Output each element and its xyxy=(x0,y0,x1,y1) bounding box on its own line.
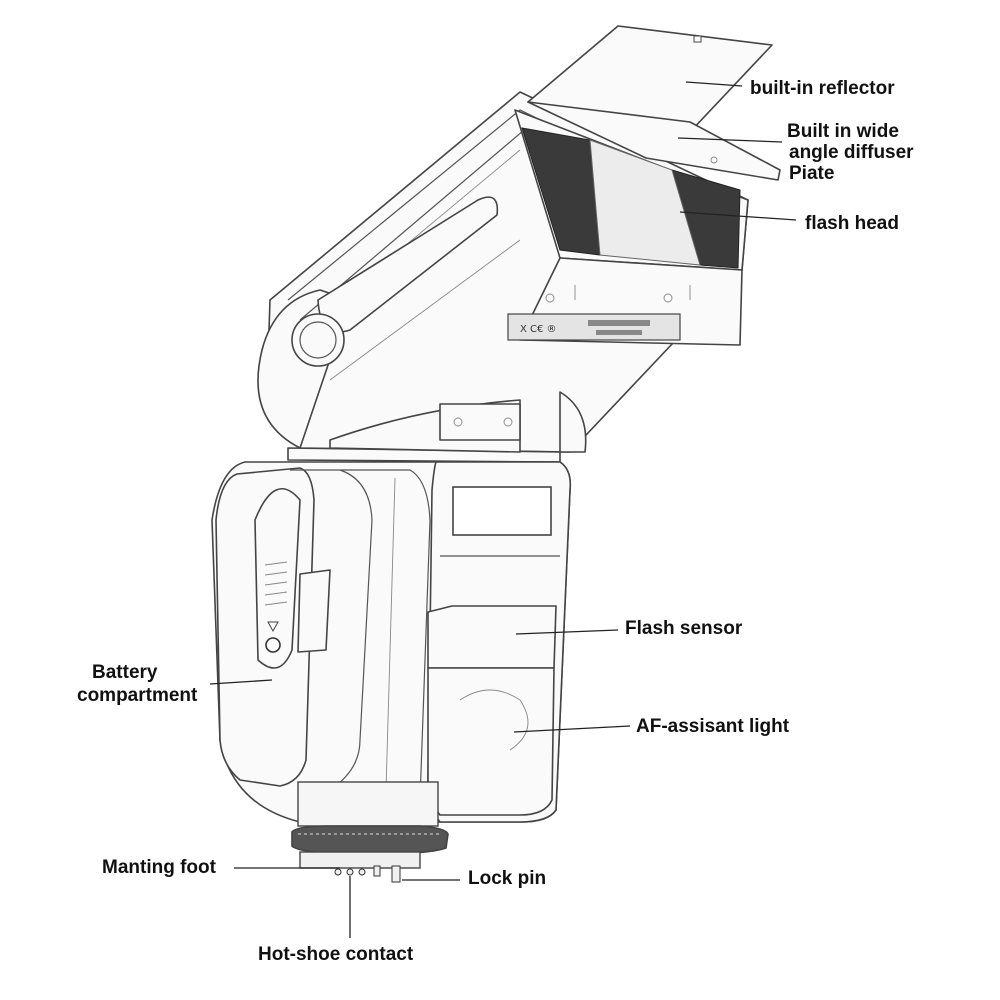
label-flash-head: flash head xyxy=(805,213,899,234)
svg-text:X C€ ®: X C€ ® xyxy=(520,324,557,335)
flash-body xyxy=(211,461,572,823)
label-hot-shoe-contact: Hot-shoe contact xyxy=(258,944,414,965)
wide-angle-diffuser xyxy=(527,101,781,181)
label-mounting-foot: Manting foot xyxy=(102,857,216,878)
leader-lines xyxy=(209,81,797,938)
label-battery-compartment-line-1: Battery xyxy=(92,662,158,683)
mounting-foot xyxy=(291,781,449,883)
flash-head: X C€ ® xyxy=(257,91,749,453)
label-battery-compartment-line-2: compartment xyxy=(77,685,198,706)
label-af-assist-light: AF-assisant light xyxy=(636,716,790,737)
label-wide-angle-diffuser-line-2: angle diffuser xyxy=(789,142,914,163)
label-flash-sensor: Flash sensor xyxy=(625,618,743,639)
label-wide-angle-diffuser-line-1: Built in wide xyxy=(787,121,899,142)
label-built-in-reflector: built-in reflector xyxy=(750,78,895,99)
label-lock-pin: Lock pin xyxy=(468,868,547,889)
label-wide-angle-diffuser-line-3: Piate xyxy=(789,163,835,184)
